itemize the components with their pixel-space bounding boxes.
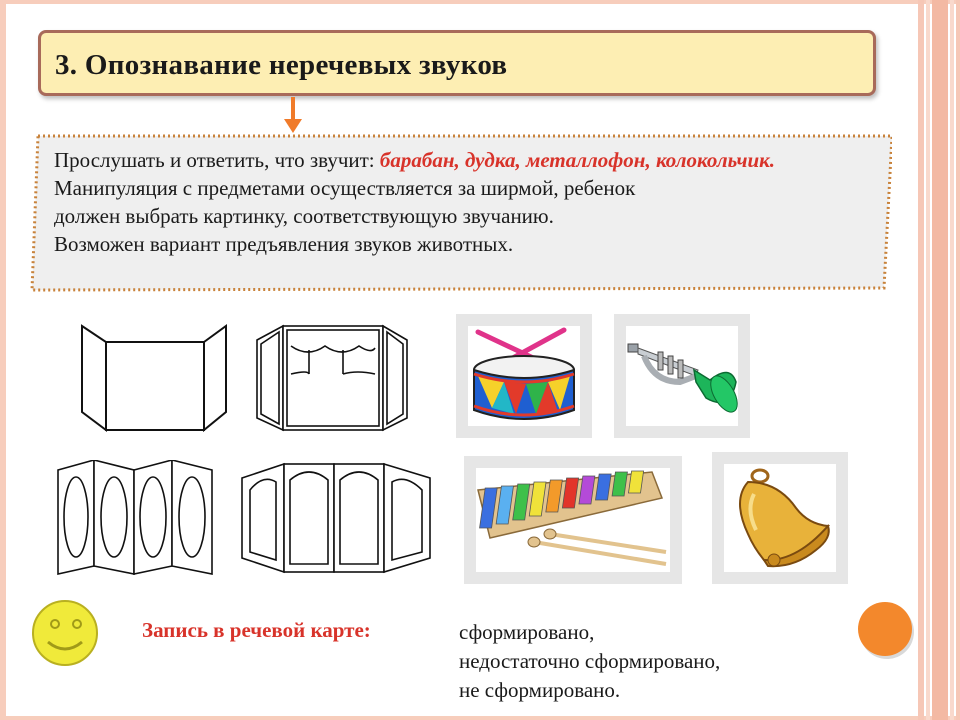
assessment-options: сформировано, недостаточно сформировано,… [459,618,720,705]
record-label: Запись в речевой карте: [142,618,371,642]
smiley-icon [32,600,98,666]
screen-oval-icon [57,460,213,575]
instrument-list: барабан, дудка, металлофон, колокольчик. [379,148,776,172]
title-box: 3. Опознавание неречевых звуков [38,30,876,96]
info-box [30,134,892,292]
instruction-line-2: Манипуляция с предметами осуществляется … [54,176,636,200]
option-formed: сформировано, [459,620,595,644]
trumpet-icon [627,343,738,413]
frame-left [0,0,6,720]
instruction-line-3: должен выбрать картинку, соответствующую… [54,204,554,228]
down-arrow-icon [284,97,302,133]
instruction-text: Прослушать и ответить, что звучит: бараб… [54,146,884,258]
instruction-line-4: Возможен вариант предъявления звуков жив… [54,232,514,256]
trumpet-card [614,314,750,438]
xylophone-card [464,456,682,584]
frame-top [0,0,960,4]
drum-card [456,314,592,438]
decor-stripes [918,0,960,720]
instruction-prefix: Прослушать и ответить, что звучит: [54,148,380,172]
option-insufficient: недостаточно сформировано, [459,649,721,673]
slide-title: 3. Опознавание неречевых звуков [55,49,508,81]
frame-bottom [0,716,960,720]
xylophone-icon [477,470,667,566]
screen-plain-icon [81,324,227,433]
screen-curtain-icon [256,324,408,432]
option-not-formed: не сформировано. [459,678,621,702]
drum-icon [473,327,575,420]
screen-arch-icon [241,462,431,574]
bell-card [712,452,848,584]
bell-icon [739,468,831,568]
orange-circle-icon [858,602,914,659]
